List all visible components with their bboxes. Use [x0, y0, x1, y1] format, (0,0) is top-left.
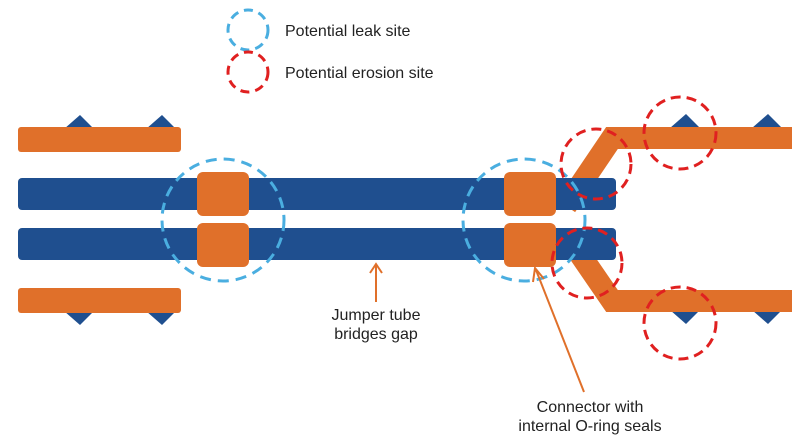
jumper-tube-label: Jumper tube bridges gap	[316, 306, 436, 344]
tube-fin	[64, 311, 94, 325]
erosion-site-bottom-right	[642, 285, 718, 361]
connector-label: Connector with internal O-ring seals	[490, 398, 690, 436]
connector-label-line2: internal O-ring seals	[518, 418, 662, 435]
main-tube-top	[18, 178, 616, 210]
tube-fin	[146, 115, 176, 129]
tube-fin	[670, 310, 700, 324]
left-outer-tube-bottom	[18, 288, 181, 313]
tube-fin	[670, 114, 700, 128]
erosion-site-bend-top	[559, 127, 633, 201]
tube-fin	[146, 311, 176, 325]
connector-right-bottom	[504, 223, 556, 267]
tube-fin	[752, 310, 782, 324]
connector-label-line1: Connector with	[536, 399, 644, 416]
left-outer-tube-top	[18, 127, 181, 152]
jumper-arrow-head	[369, 262, 383, 274]
connector-left-top	[197, 172, 249, 216]
leak-site-right	[461, 157, 587, 283]
main-tube-bottom	[18, 228, 616, 260]
leak-site-left	[160, 157, 286, 283]
erosion-site-bend-bottom	[550, 226, 624, 300]
legend-erosion-circle	[226, 50, 270, 94]
erosion-site-top-right	[642, 95, 718, 171]
legend-leak-label: Potential leak site	[285, 23, 411, 40]
connector-right-top	[504, 172, 556, 216]
connector-arrow-head	[532, 265, 545, 283]
legend-leak-circle	[226, 8, 270, 52]
connector-left-bottom	[197, 223, 249, 267]
legend-erosion-label: Potential erosion site	[285, 65, 434, 82]
jumper-label-line2: bridges gap	[334, 326, 418, 343]
connector-arrow-line	[535, 269, 585, 393]
jumper-label-line1: Jumper tube	[331, 307, 421, 324]
tube-fin	[752, 114, 782, 128]
tube-fin	[64, 115, 94, 129]
